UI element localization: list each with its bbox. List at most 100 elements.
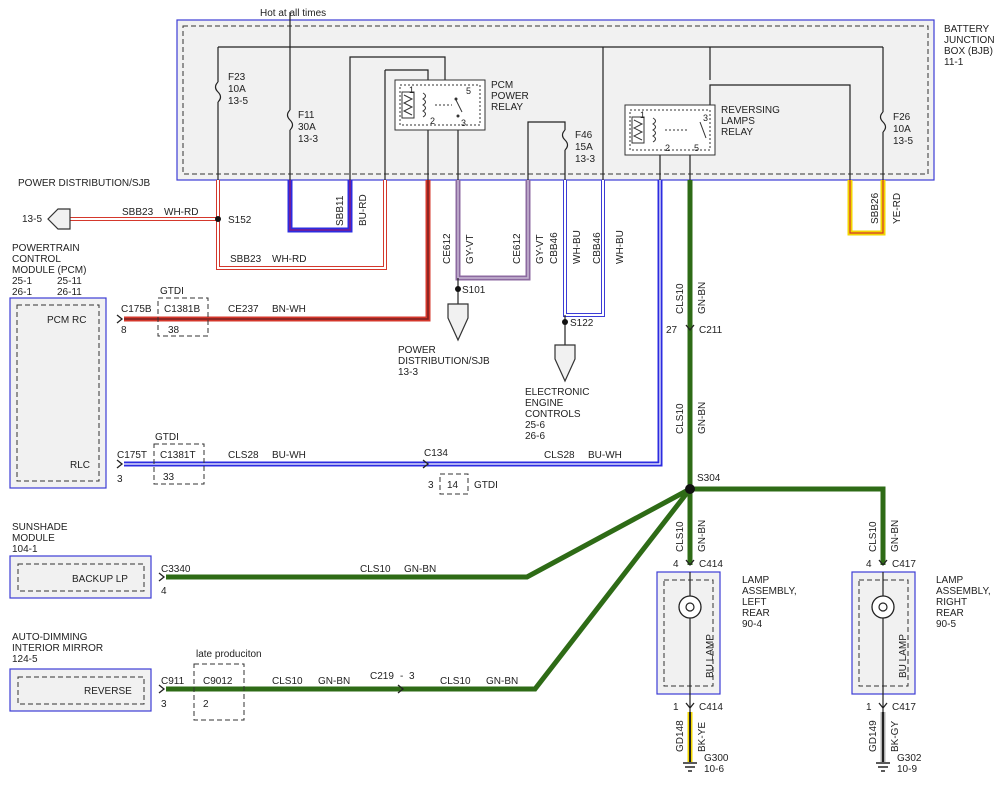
fuse-f26-rating: 10A [893,124,911,135]
pcm-pin-rc: PCM RC [47,315,86,326]
wire-sbb26 [847,180,886,236]
conn-c414-bot-pin: 1 [673,702,679,713]
wire-cls28-b-color: BU-WH [588,450,622,461]
lamp-left-name-2: ASSEMBLY, [742,586,797,597]
power-dist-top-name: POWER DISTRIBUTION/SJB [18,178,151,189]
bu-lamp-left [678,572,702,694]
lamp-right-name-4: REAR [936,608,964,619]
lamp-right-name-1: LAMP [936,575,964,586]
hot-at-all-times-label: Hot at all times [260,8,326,19]
wire-sbb23 [70,180,387,270]
lamp-right-name-2: ASSEMBLY, [936,586,991,597]
wire-cls10-a-color: GN-BN [697,282,708,314]
bjb-internal-wiring [214,12,887,180]
ground-g302: G302 [897,753,922,764]
eec-terminal [554,344,576,383]
wire-cls10-g-circuit: CLS10 [440,676,471,687]
fuse-f46-rating: 15A [575,142,593,153]
wire-sbb23-a-color: WH-RD [164,207,198,218]
fuse-f11-page: 13-3 [298,134,318,145]
wire-ce612-b-color: GY-VT [535,234,546,264]
conn-c175b: C175B [121,304,152,315]
wire-cbb46-a-circuit: CBB46 [549,232,560,264]
eec-name-3: CONTROLS [525,409,581,420]
pcm-name-3: MODULE (PCM) [12,265,86,276]
conn-c414-top-pin: 4 [673,559,679,570]
pcm-page-1: 25-1 [12,276,32,287]
conn-c134: C134 [424,448,448,459]
pcm-relay-name-2: POWER [491,91,529,102]
pcm-name-1: POWERTRAIN [12,243,80,254]
conn-c417-bot: C417 [892,702,916,713]
conn-c211: C211 [699,325,723,336]
fuse-f11-rating: 30A [298,122,316,133]
rev-relay-pin1: 1 [640,110,645,120]
wire-cbb46-b-circuit: CBB46 [592,232,603,264]
conn-c3340-pin: 4 [161,586,167,597]
wire-gd148-color: BK-YE [697,722,708,752]
fuse-f23-rating: 10A [228,84,246,95]
wire-cls10-d-color: GN-BN [890,520,901,552]
wire-ce612-a-color: GY-VT [465,234,476,264]
bjb-title-1: BATTERY [944,24,990,35]
conn-gtdi-1: GTDI [160,286,184,297]
wire-ce612-a-circuit: CE612 [442,233,453,264]
wire-ce237 [124,180,431,322]
eec-page-2: 26-6 [525,431,545,442]
conn-gtdi-2: GTDI [155,432,179,443]
conn-c417-top-pin: 4 [866,559,872,570]
mirror-page: 124-5 [12,654,38,665]
pcm-page-3: 26-1 [12,287,32,298]
bjb-title-3: BOX (BJB) [944,46,993,57]
wire-cls28-b-circuit: CLS28 [544,450,575,461]
wire-ce237-color: BN-WH [272,304,306,315]
wire-gd149-circuit: GD149 [868,720,879,752]
wire-cls10-d-circuit: CLS10 [868,521,879,552]
fuse-f26-name: F26 [893,112,911,123]
pcm-page-4: 26-11 [57,287,82,298]
wire-sbb11-circuit: SBB11 [335,195,346,226]
lamp-right-page: 90-5 [936,619,956,630]
ground-g300: G300 [704,753,729,764]
conn-c911: C911 [161,676,185,687]
mirror-name-2: INTERIOR MIRROR [12,643,103,654]
splice-s122: S122 [570,318,594,329]
conn-c175t: C175T [117,450,147,461]
fuse-f11-name: F11 [298,110,315,121]
wire-sbb26-circuit: SBB26 [870,192,881,224]
ground-g300-page: 10-6 [704,764,724,775]
wire-cls10-e-circuit: CLS10 [360,564,391,575]
wire-ce612-b-circuit: CE612 [512,233,523,264]
lamp-right-lamp-label: BU LAMP [898,634,909,678]
lamp-left-name-3: LEFT [742,597,766,608]
pcm-relay-name-3: RELAY [491,102,523,113]
late-production-label: late produciton [196,649,262,660]
bjb-page: 11-1 [944,57,964,68]
wire-ce237-circuit: CE237 [228,304,259,315]
wire-cls10-e-color: GN-BN [404,564,436,575]
fuse-f46-page: 13-3 [575,154,595,165]
eec-name-2: ENGINE [525,398,564,409]
wire-sbb23-b-circuit: SBB23 [230,254,262,265]
wire-cls28-a-circuit: CLS28 [228,450,259,461]
pcm-name-2: CONTROL [12,254,61,265]
power-dist-bottom-terminal [447,303,469,342]
pcm-relay-pin5: 5 [466,86,471,96]
bjb-title-2: JUNCTION [944,35,995,46]
lamp-left-name-4: REAR [742,608,770,619]
conn-c211-pin: 27 [666,325,678,336]
lamp-left-box [656,571,721,695]
power-dist-top-page: 13-5 [22,214,42,225]
rev-relay-pin3: 3 [703,113,708,123]
wire-sbb23-a-circuit: SBB23 [122,207,154,218]
rev-relay-pin2: 2 [665,143,670,153]
sunshade-page: 104-1 [12,544,38,555]
splice-s101: S101 [462,285,486,296]
conn-c3340: C3340 [161,564,191,575]
pcm-power-relay: 1 2 5 3 PCM POWER RELAY [394,79,529,131]
conn-c219-dash: - [400,671,403,682]
wire-cls10-b-circuit: CLS10 [675,403,686,434]
mirror-module-box [9,668,152,712]
lamp-right-name-3: RIGHT [936,597,967,608]
connector-arrows [116,314,888,710]
